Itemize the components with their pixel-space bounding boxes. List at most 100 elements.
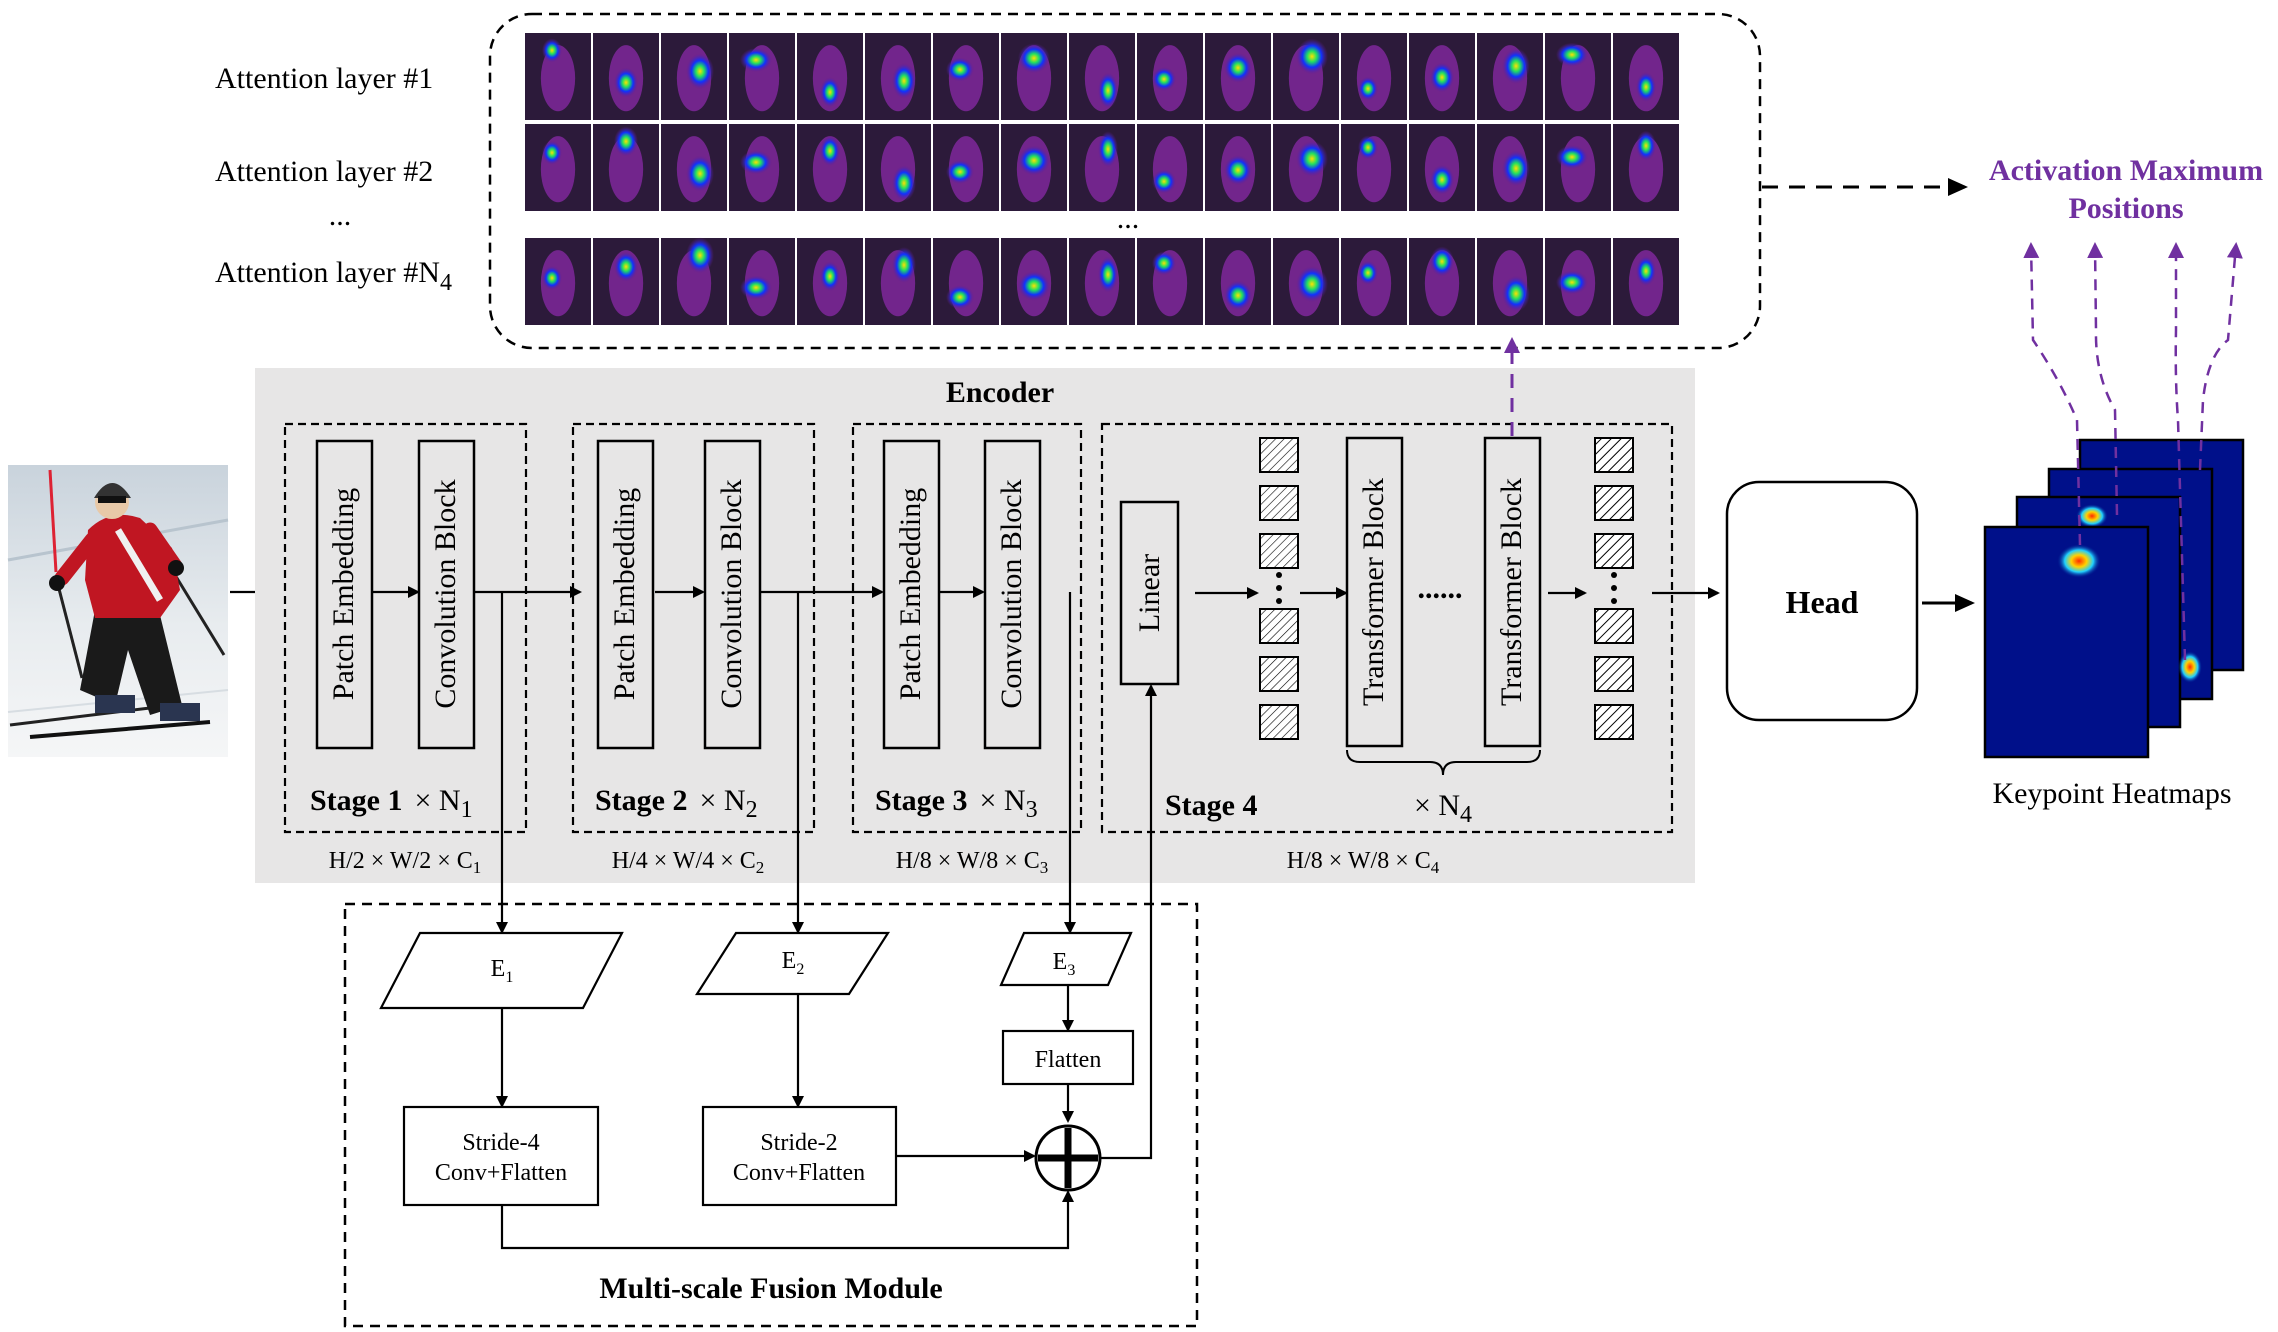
attention-thumbnail <box>1477 124 1543 211</box>
attention-thumbnail <box>1273 238 1339 325</box>
attention-thumbnail <box>1001 238 1067 325</box>
transformer-repeat-label: × N4 <box>1414 789 1472 828</box>
stage-3-label: Stage 3× N3 <box>875 784 1038 823</box>
token <box>1259 533 1299 569</box>
attention-thumbnail <box>1205 33 1271 120</box>
attention-thumbnail <box>1477 33 1543 120</box>
transformer-block-last <box>1483 436 1542 748</box>
fusion-module-border <box>343 902 1199 1328</box>
attention-thumbnail <box>729 33 795 120</box>
fusion-module-title: Multi-scale Fusion Module <box>599 1272 942 1305</box>
token <box>1594 533 1634 569</box>
activation-arrow-1 <box>2023 242 2082 546</box>
activation-arrow-4 <box>2198 242 2243 471</box>
attention-thumbnail <box>593 124 659 211</box>
attention-thumbnail <box>661 124 727 211</box>
encoder-title: Encoder <box>946 376 1054 409</box>
attention-thumbnail <box>1545 33 1611 120</box>
attention-thumbnail <box>1613 124 1679 211</box>
token <box>1594 485 1634 521</box>
stage-3-convolution-block-label: Convolution Block <box>995 479 1028 708</box>
stage-4-linear-label: Linear <box>1133 554 1166 632</box>
attention-thumbnail <box>865 238 931 325</box>
stage-2-label: Stage 2× N2 <box>595 784 758 823</box>
attention-thumbnail <box>1069 124 1135 211</box>
token-ellipsis-dot <box>1276 572 1282 578</box>
head-block <box>1725 480 1919 722</box>
activation-label-line2: Positions <box>2068 192 2183 225</box>
attention-ellipsis: ... <box>329 199 352 232</box>
sum-to-linear-arrow <box>1100 684 1157 1160</box>
attention-thumbnail <box>525 124 591 211</box>
stage-3-convolution-block <box>983 439 1042 750</box>
token <box>1594 656 1634 692</box>
flatten-block <box>1001 1029 1135 1086</box>
attention-thumbnail <box>1069 238 1135 325</box>
stage-3-patch-embedding-label: Patch Embedding <box>894 488 927 700</box>
attention-thumbnail <box>1273 33 1339 120</box>
stage-3-patch-embedding <box>882 439 941 750</box>
transformer-block-first-label: Transformer Block <box>1357 478 1390 706</box>
stage-4-border <box>1100 422 1674 834</box>
attention-thumbnail <box>865 124 931 211</box>
token-ellipsis-dot <box>1611 598 1617 604</box>
stride2-label-line2: Conv+Flatten <box>733 1160 865 1186</box>
stride4-label-line2: Conv+Flatten <box>435 1160 567 1186</box>
activation-label-line1: Activation Maximum <box>1989 154 2263 187</box>
stride4-to-sum-arrow <box>500 1190 1074 1250</box>
attention-thumbnail <box>1137 33 1203 120</box>
stage-2-patch-embedding-label: Patch Embedding <box>608 488 641 700</box>
keypoint-heatmaps: Keypoint Heatmaps <box>1983 242 2245 810</box>
input-image-skier <box>7 465 229 757</box>
attention-thumbnail <box>1409 33 1475 120</box>
attention-thumbnail <box>1001 33 1067 120</box>
attention-thumbnail <box>1273 124 1339 211</box>
token <box>1594 704 1634 740</box>
attention-thumbnail <box>1409 238 1475 325</box>
e2-label: E2 <box>782 948 805 978</box>
attention-thumbnail <box>797 33 863 120</box>
attention-thumbnail <box>797 124 863 211</box>
stage-1-patch-embedding <box>315 439 374 750</box>
attention-thumbnail <box>593 33 659 120</box>
attention-row-1 <box>525 33 1679 120</box>
stage-1-dims: H/2 × W/2 × C1 <box>329 848 481 877</box>
stride2-conv-block <box>701 1105 898 1207</box>
attention-thumbnail <box>593 238 659 325</box>
stage-2-convolution-block <box>703 439 762 750</box>
attention-thumbnail <box>933 124 999 211</box>
stride4-label-line1: Stride-4 <box>462 1130 539 1156</box>
stage-2: Patch Embedding Convolution Block Stage … <box>571 422 816 877</box>
token-ellipsis-dot <box>1611 572 1617 578</box>
token-ellipsis-dot <box>1276 598 1282 604</box>
attention-row-n4 <box>525 237 1679 325</box>
attention-thumbnail <box>1341 33 1407 120</box>
e3-block <box>999 931 1133 987</box>
transformer-block-last-label: Transformer Block <box>1495 478 1528 706</box>
token <box>1259 704 1299 740</box>
e2-block <box>694 931 891 996</box>
attention-grid-ellipsis: ... <box>1117 202 1140 235</box>
attention-thumbnail <box>661 237 727 325</box>
attention-row-2 <box>525 124 1679 211</box>
stage-3: Patch Embedding Convolution Block Stage … <box>851 422 1083 877</box>
heatmaps-label: Keypoint Heatmaps <box>1992 777 2231 810</box>
activation-arrow-3 <box>2168 242 2187 661</box>
stage-1-patch-embedding-label: Patch Embedding <box>327 488 360 700</box>
attention-thumbnail <box>1477 238 1543 325</box>
attention-thumbnail <box>1137 238 1203 325</box>
attention-thumbnail <box>1341 238 1407 325</box>
attention-thumbnail <box>933 238 999 325</box>
stage-4: Linear Transformer Block ...... Transfor… <box>1100 422 1674 877</box>
attention-layer-1-label: Attention layer #1 <box>215 62 433 95</box>
attention-thumbnail <box>1613 33 1679 120</box>
encoder-background <box>255 368 1695 883</box>
attention-panel: ... <box>488 12 1762 350</box>
attention-thumbnail <box>1341 124 1407 211</box>
token-ellipsis-dot <box>1276 585 1282 591</box>
attention-thumbnail <box>933 33 999 120</box>
attention-thumbnail <box>1001 124 1067 211</box>
stage-1-convolution-block-label: Convolution Block <box>429 479 462 708</box>
attention-panel-border <box>488 12 1762 350</box>
attention-thumbnail <box>525 33 591 120</box>
